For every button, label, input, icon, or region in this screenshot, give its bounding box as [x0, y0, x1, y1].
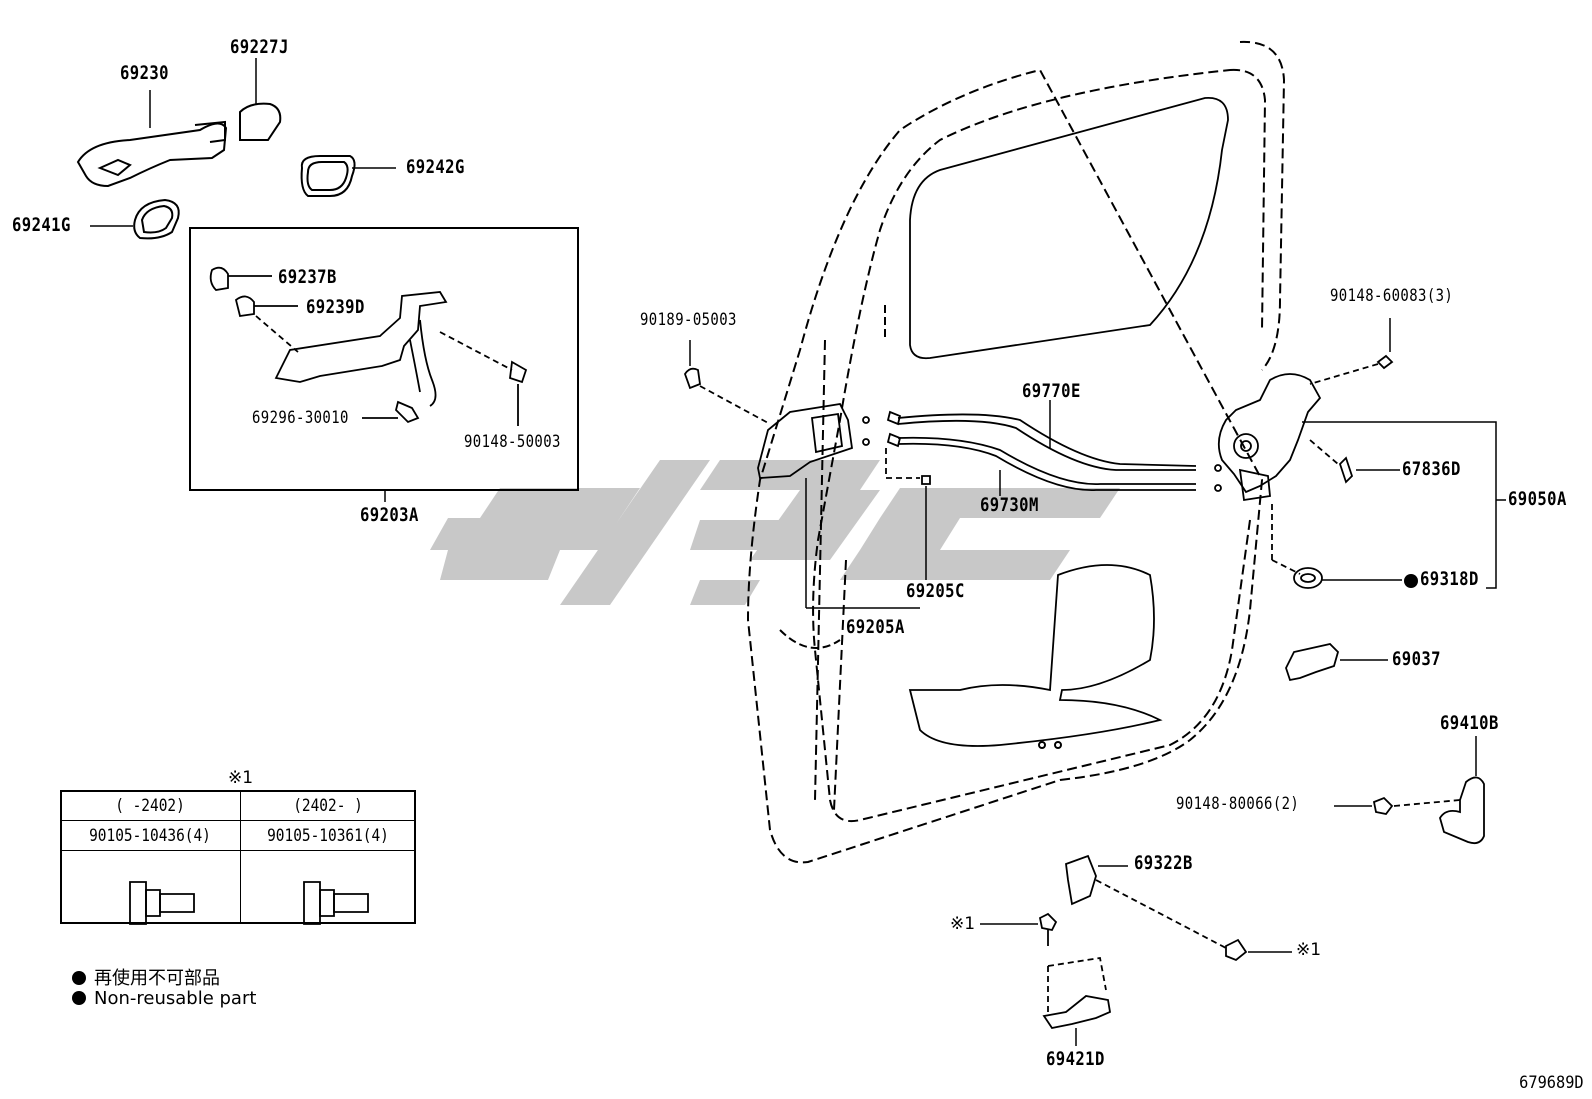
- label-69770E: 69770E: [1022, 380, 1081, 402]
- door-outline-outer: [746, 40, 1286, 864]
- lock-cover-drawing: [1285, 643, 1388, 682]
- label-69410B: 69410B: [1440, 712, 1499, 734]
- outside-handle-drawing: [76, 90, 228, 188]
- label-69318D: 69318D: [1420, 568, 1479, 590]
- label-69296-30010: 69296-30010: [252, 408, 349, 428]
- window-outline: [909, 97, 1229, 360]
- drawing-code: 679689D: [1519, 1073, 1584, 1093]
- label-69421D: 69421D: [1046, 1048, 1105, 1070]
- label-69239D: 69239D: [306, 296, 365, 318]
- panel-cutout-lower: [908, 564, 1163, 747]
- label-67836D: 67836D: [1402, 458, 1461, 480]
- inside-handle-drawing: [684, 340, 920, 609]
- table-col1-range: ( -2402): [115, 796, 185, 816]
- label-69322B: 69322B: [1134, 852, 1193, 874]
- ref-note-right: ※1: [1296, 940, 1322, 960]
- table-col2-part: 90105-10361(4): [267, 826, 389, 846]
- ref-note-left: ※1: [950, 914, 976, 934]
- label-69730M: 69730M: [980, 494, 1039, 516]
- label-69241G: 69241G: [12, 214, 71, 236]
- gasket-right-drawing: [300, 155, 396, 197]
- label-69037: 69037: [1392, 648, 1441, 670]
- table-bolt-drawings: [129, 881, 369, 925]
- gasket-left-drawing: [90, 198, 180, 240]
- table-note: ※1: [228, 768, 254, 788]
- table-col1-part: 90105-10436(4): [89, 826, 211, 846]
- label-90148-60083: 90148-60083(3): [1330, 286, 1454, 306]
- non-reusable-marker: [1404, 574, 1418, 588]
- legend-en: Non-reusable part: [72, 988, 256, 1009]
- legend-jp: 再使用不可部品: [72, 964, 220, 990]
- door-outline-inner: [812, 68, 1267, 822]
- label-69205C: 69205C: [906, 580, 965, 602]
- door-lock-assembly-drawing: [1217, 318, 1506, 589]
- bracket-upper-drawing: [1065, 854, 1292, 962]
- bracket-lower-drawing: [980, 912, 1112, 1046]
- label-90189-05003: 90189-05003: [640, 310, 737, 330]
- label-69050A: 69050A: [1508, 488, 1567, 510]
- label-69242G: 69242G: [406, 156, 465, 178]
- striker-drawing: [1334, 736, 1485, 845]
- label-90148-50003: 90148-50003: [464, 432, 561, 452]
- label-90148-80066: 90148-80066(2): [1176, 794, 1300, 814]
- bolt-variant-table: ( -2402) (2402- ) 90105-10436(4) 90105-1…: [60, 790, 416, 924]
- handle-frame-assembly-drawing: [209, 266, 528, 426]
- label-69203A: 69203A: [360, 504, 419, 526]
- handle-frame-box: [189, 227, 579, 502]
- label-69205A: 69205A: [846, 616, 905, 638]
- label-69230: 69230: [120, 62, 169, 84]
- table-col2-range: (2402- ): [293, 796, 363, 816]
- label-69227J: 69227J: [230, 36, 289, 58]
- label-69237B: 69237B: [278, 266, 337, 288]
- cables-drawing: [885, 400, 1222, 580]
- handle-cap-drawing: [239, 58, 282, 141]
- watermark-logo: [430, 460, 1120, 605]
